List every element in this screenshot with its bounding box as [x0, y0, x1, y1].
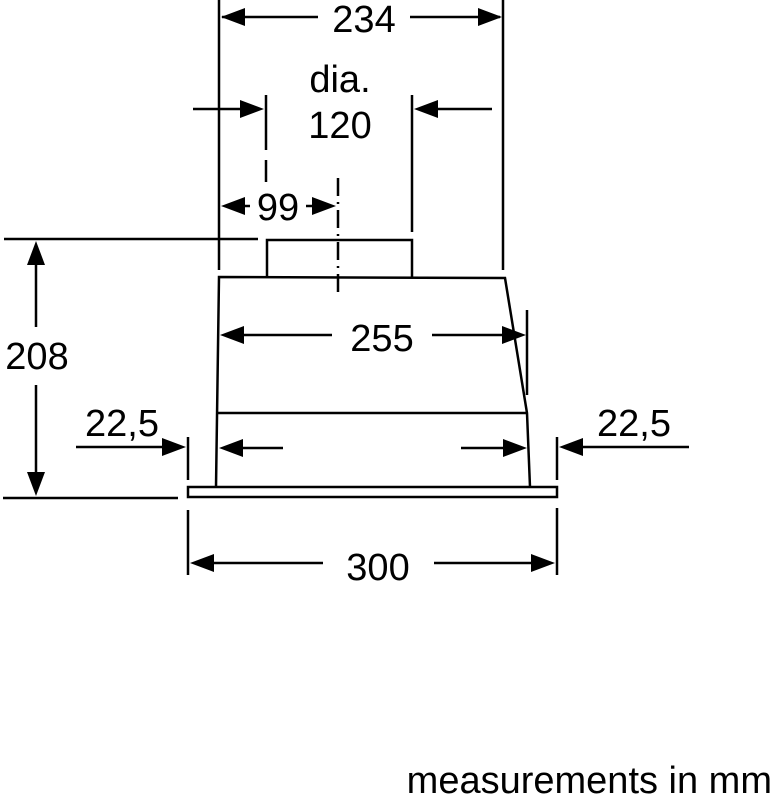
dim-label-22-5-left: 22,5	[85, 403, 159, 445]
dim-label-255: 255	[350, 318, 413, 360]
dim-label-22-5-right: 22,5	[597, 403, 671, 445]
mounting-flange	[186, 485, 559, 499]
dim-label-99: 99	[257, 187, 299, 229]
dim-label-234: 234	[332, 0, 395, 41]
arrowheads	[27, 8, 583, 572]
units-note: measurements in mm	[407, 760, 772, 800]
dim-label-dia: dia.	[309, 59, 370, 101]
duct-spigot	[265, 238, 414, 278]
dim-label-300: 300	[346, 547, 409, 589]
dim-label-208: 208	[5, 336, 68, 378]
hood-body-outline	[214, 275, 532, 488]
dim-label-120: 120	[308, 105, 371, 147]
